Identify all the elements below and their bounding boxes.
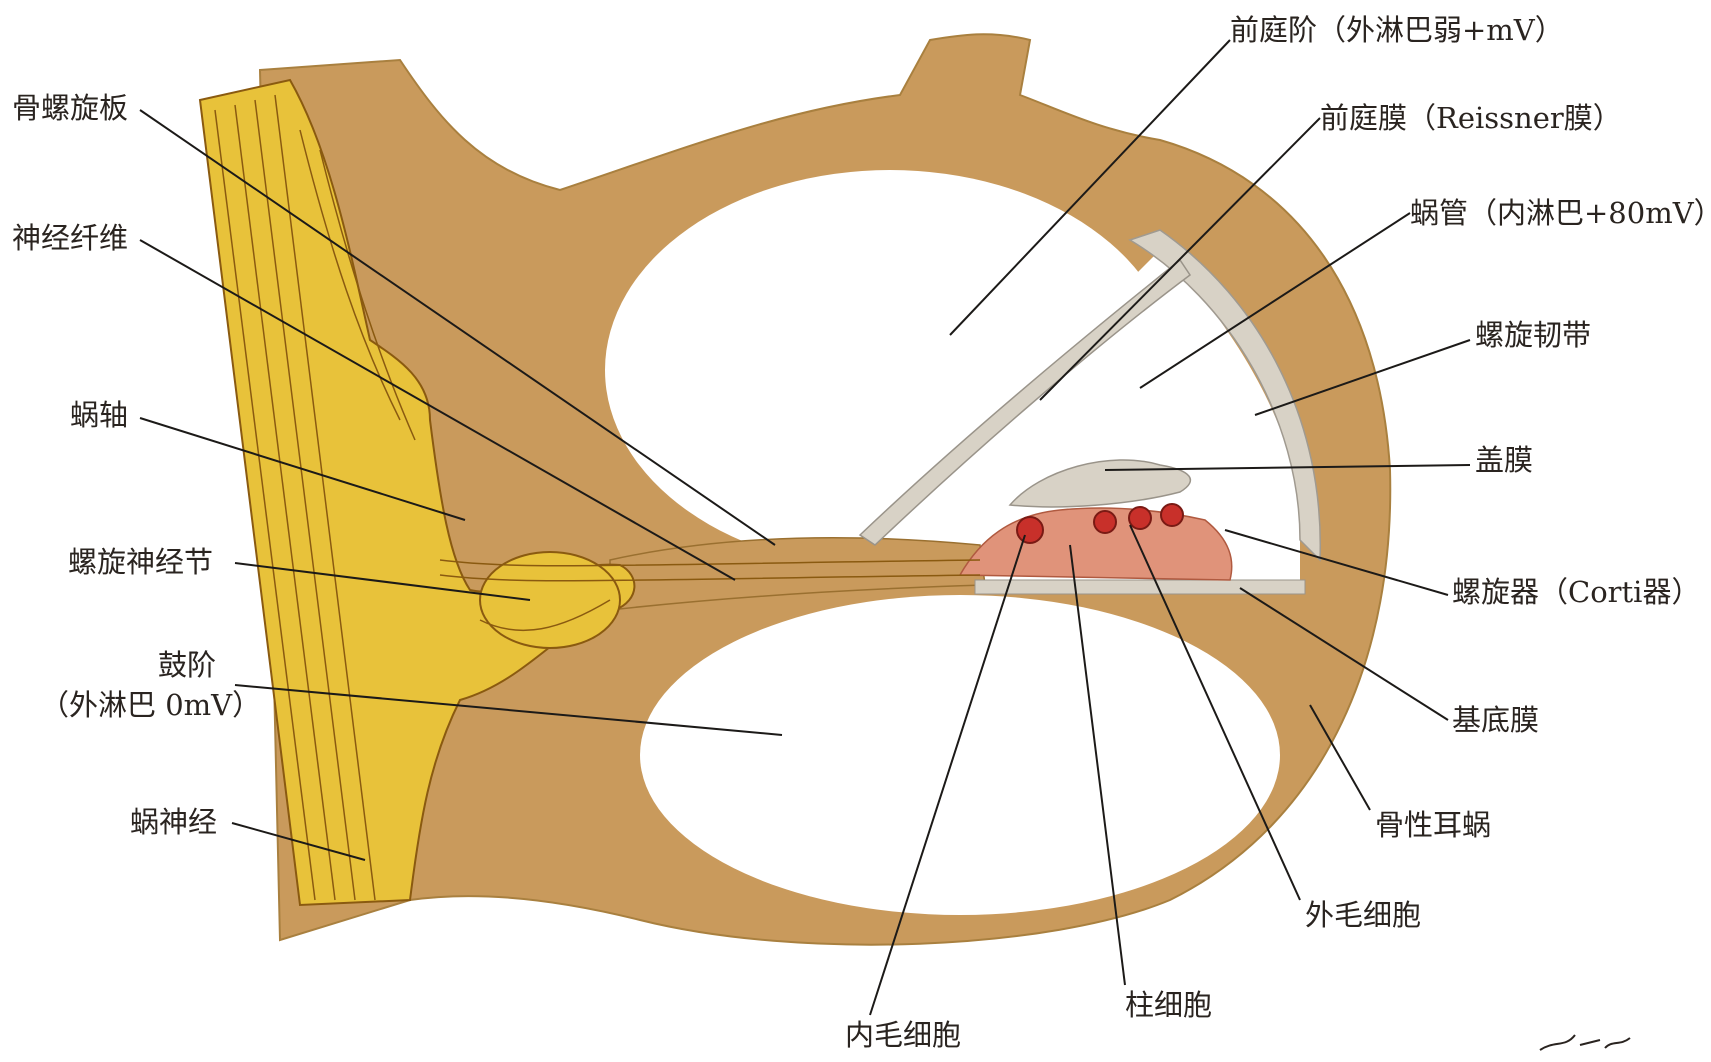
label-basilar: 基底膜: [1452, 703, 1539, 737]
label-tectorial: 盖膜: [1475, 443, 1533, 477]
label-corti: 螺旋器（Corti器）: [1452, 575, 1700, 609]
label-tympanic-line1: 鼓阶: [158, 648, 216, 682]
label-modiolus: 蜗轴: [70, 398, 128, 432]
label-spiral-ganglion: 螺旋神经节: [68, 545, 213, 579]
outer-hair-cell-3: [1161, 504, 1183, 526]
label-nerve-fibers: 神经纤维: [12, 221, 128, 255]
label-inner-hair: 内毛细胞: [845, 1018, 961, 1052]
label-cochlear-nerve: 蜗神经: [130, 805, 217, 839]
label-bony-cochlea: 骨性耳蜗: [1375, 808, 1491, 842]
label-vestibular-scala: 前庭阶（外淋巴弱+mV）: [1230, 13, 1564, 47]
label-osseous-lamina: 骨螺旋板: [12, 91, 128, 125]
label-reissner: 前庭膜（Reissner膜）: [1320, 101, 1622, 135]
inner-hair-cell: [1017, 517, 1043, 543]
label-cochlear-duct: 蜗管（内淋巴+80mV）: [1410, 196, 1711, 230]
label-outer-hair: 外毛细胞: [1305, 898, 1421, 932]
artist-signature: [1540, 1035, 1630, 1050]
label-pillar: 柱细胞: [1125, 988, 1212, 1022]
label-tympanic-line2: （外淋巴 0mV）: [40, 688, 261, 722]
basilar-membrane: [975, 580, 1305, 594]
outer-hair-cell-1: [1094, 511, 1116, 533]
label-spiral-ligament: 螺旋韧带: [1475, 318, 1591, 352]
outer-hair-cell-2: [1129, 507, 1151, 529]
